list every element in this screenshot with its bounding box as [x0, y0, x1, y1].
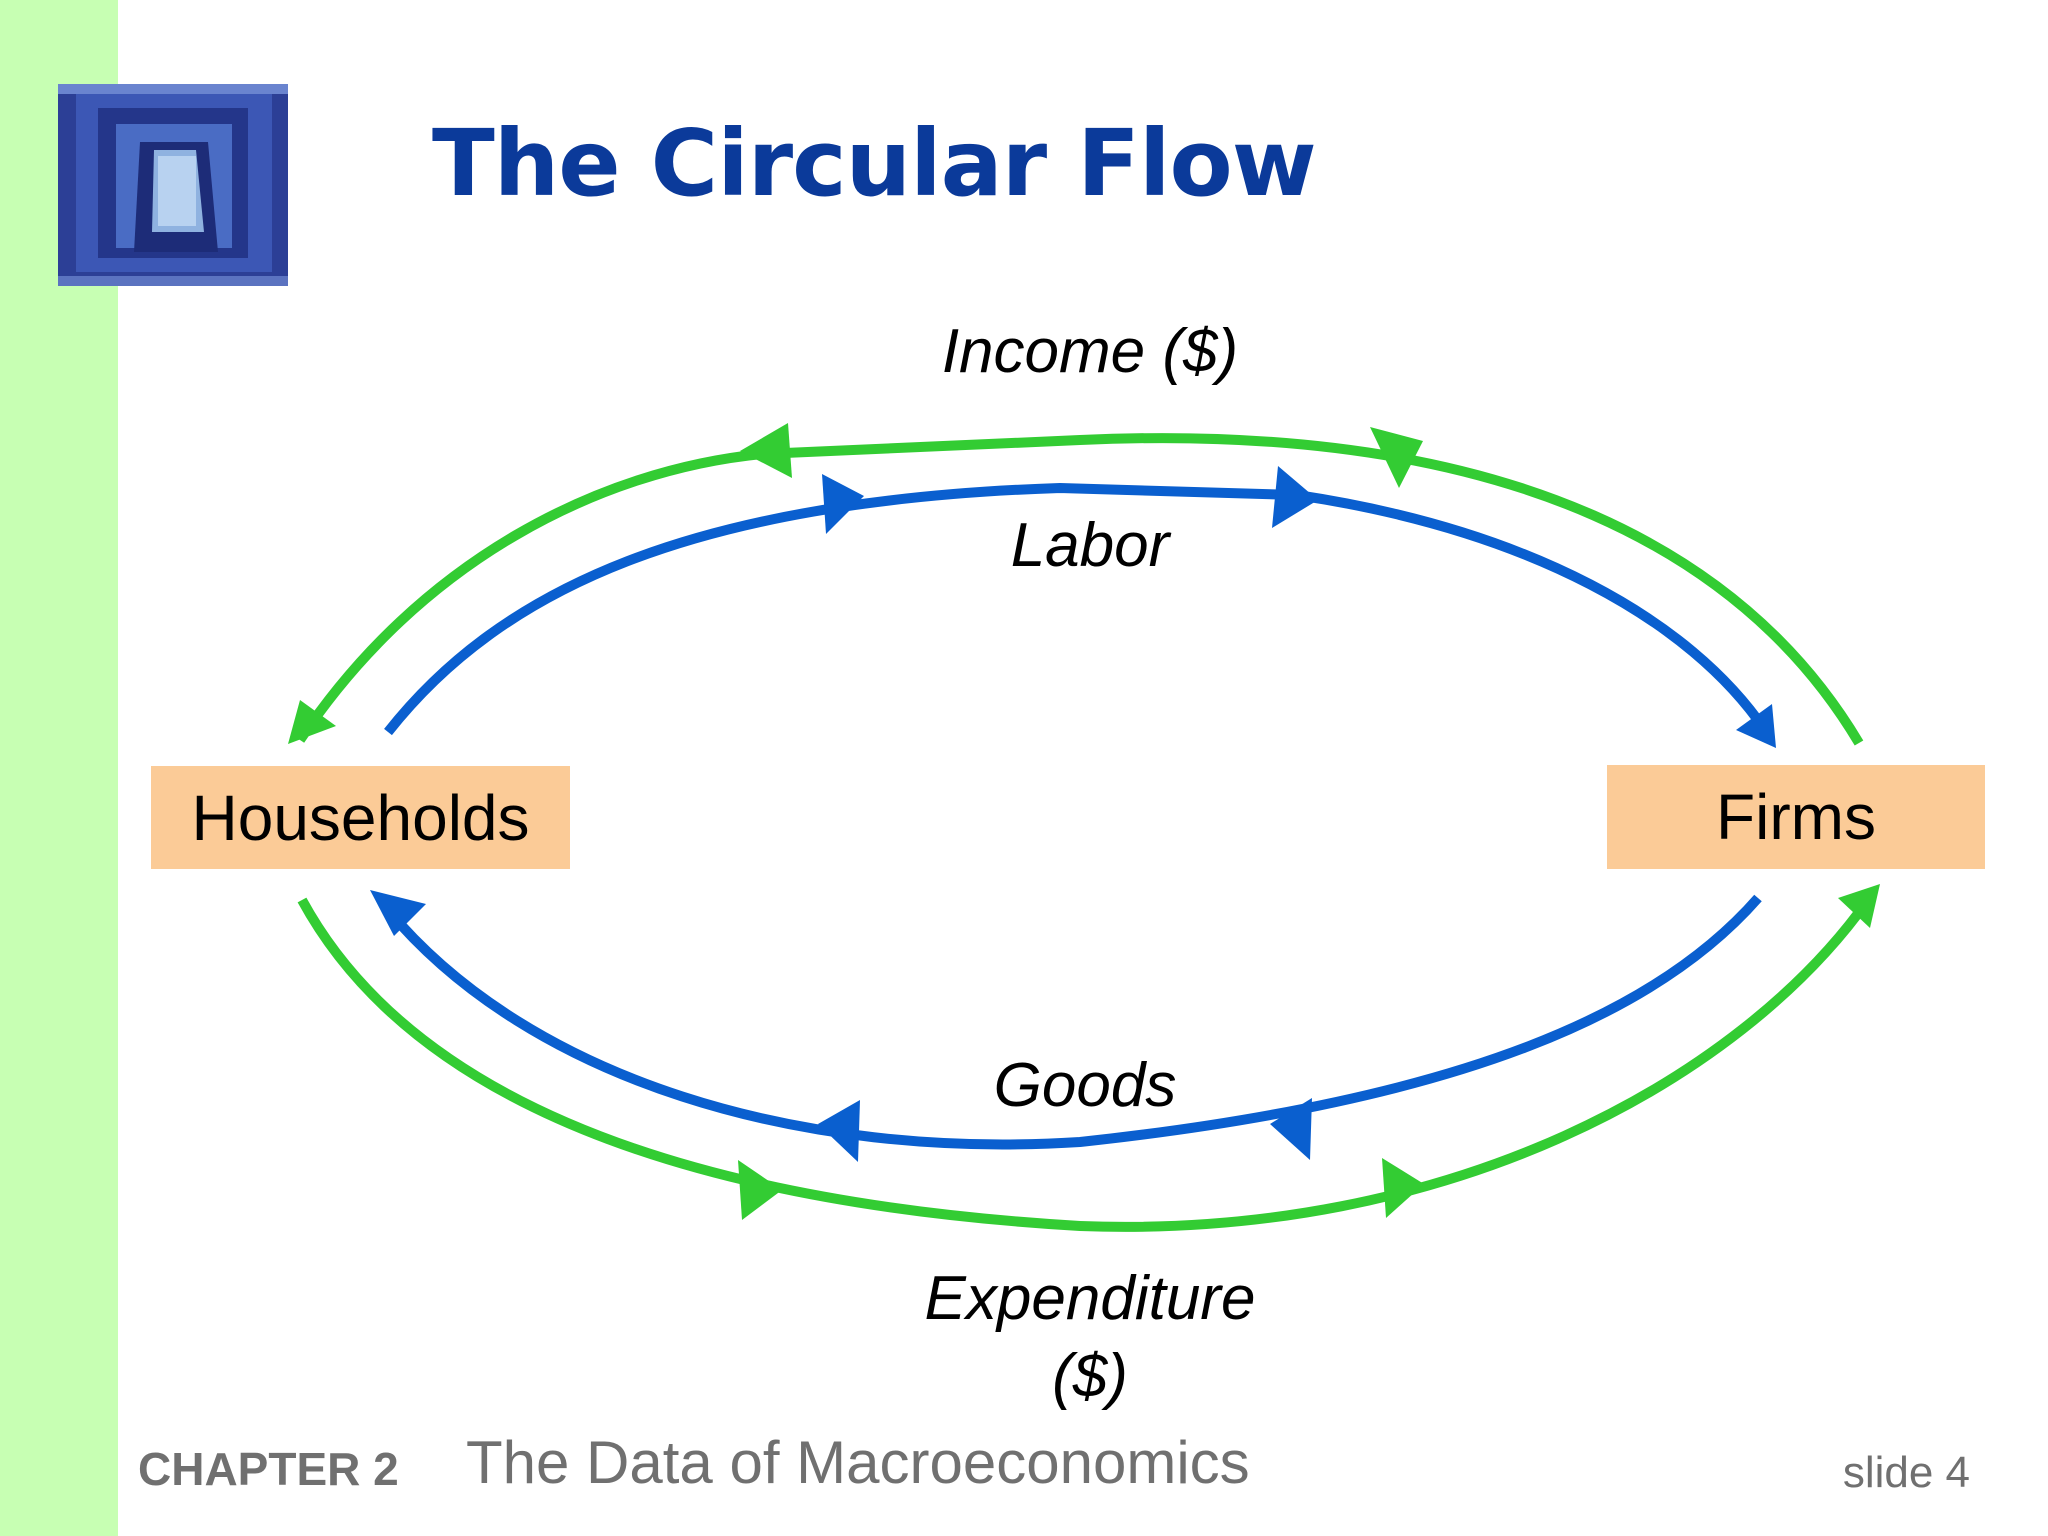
footer-subtitle: The Data of Macroeconomics: [466, 1429, 1250, 1496]
goods-flow-arrow: [384, 894, 1762, 1150]
slide-number: slide 4: [1842, 1448, 1970, 1497]
expenditure-label: Expenditure ($): [840, 1260, 1340, 1416]
logo-image: [58, 84, 288, 286]
income-arrowhead-end: [288, 700, 336, 744]
expenditure-arrowhead-right: [1382, 1158, 1424, 1218]
goods-arrowhead-end: [370, 890, 426, 936]
goods-label: Goods: [993, 1051, 1177, 1120]
firms-label: Firms: [1716, 781, 1876, 853]
expenditure-arrowhead-left: [738, 1160, 782, 1220]
expenditure-label-line2: ($): [1052, 1342, 1128, 1411]
footer-chapter: CHAPTER 2: [138, 1443, 399, 1495]
labor-arrowhead-end: [1736, 704, 1776, 748]
expenditure-arrowhead-end: [1838, 884, 1880, 928]
goods-arrowhead-left: [818, 1100, 860, 1162]
firms-node: Firms: [1607, 765, 1985, 869]
income-flow-arrow: [295, 433, 1864, 746]
goods-arrowhead-right: [1270, 1098, 1312, 1160]
households-node: Households: [151, 766, 570, 869]
income-arrowhead-right: [1370, 427, 1423, 488]
labor-arrowhead-right: [1272, 466, 1318, 528]
income-arrowhead-left: [740, 423, 792, 478]
income-label: Income ($): [941, 317, 1239, 386]
households-label: Households: [191, 781, 530, 854]
labor-label: Labor: [1010, 511, 1170, 580]
page-title: The Circular Flow: [432, 110, 1317, 217]
expenditure-label-line1: Expenditure: [924, 1264, 1256, 1333]
labor-flow-arrow: [384, 482, 1770, 736]
expenditure-flow-arrow: [297, 897, 1873, 1232]
labor-arrowhead-left: [822, 474, 864, 534]
